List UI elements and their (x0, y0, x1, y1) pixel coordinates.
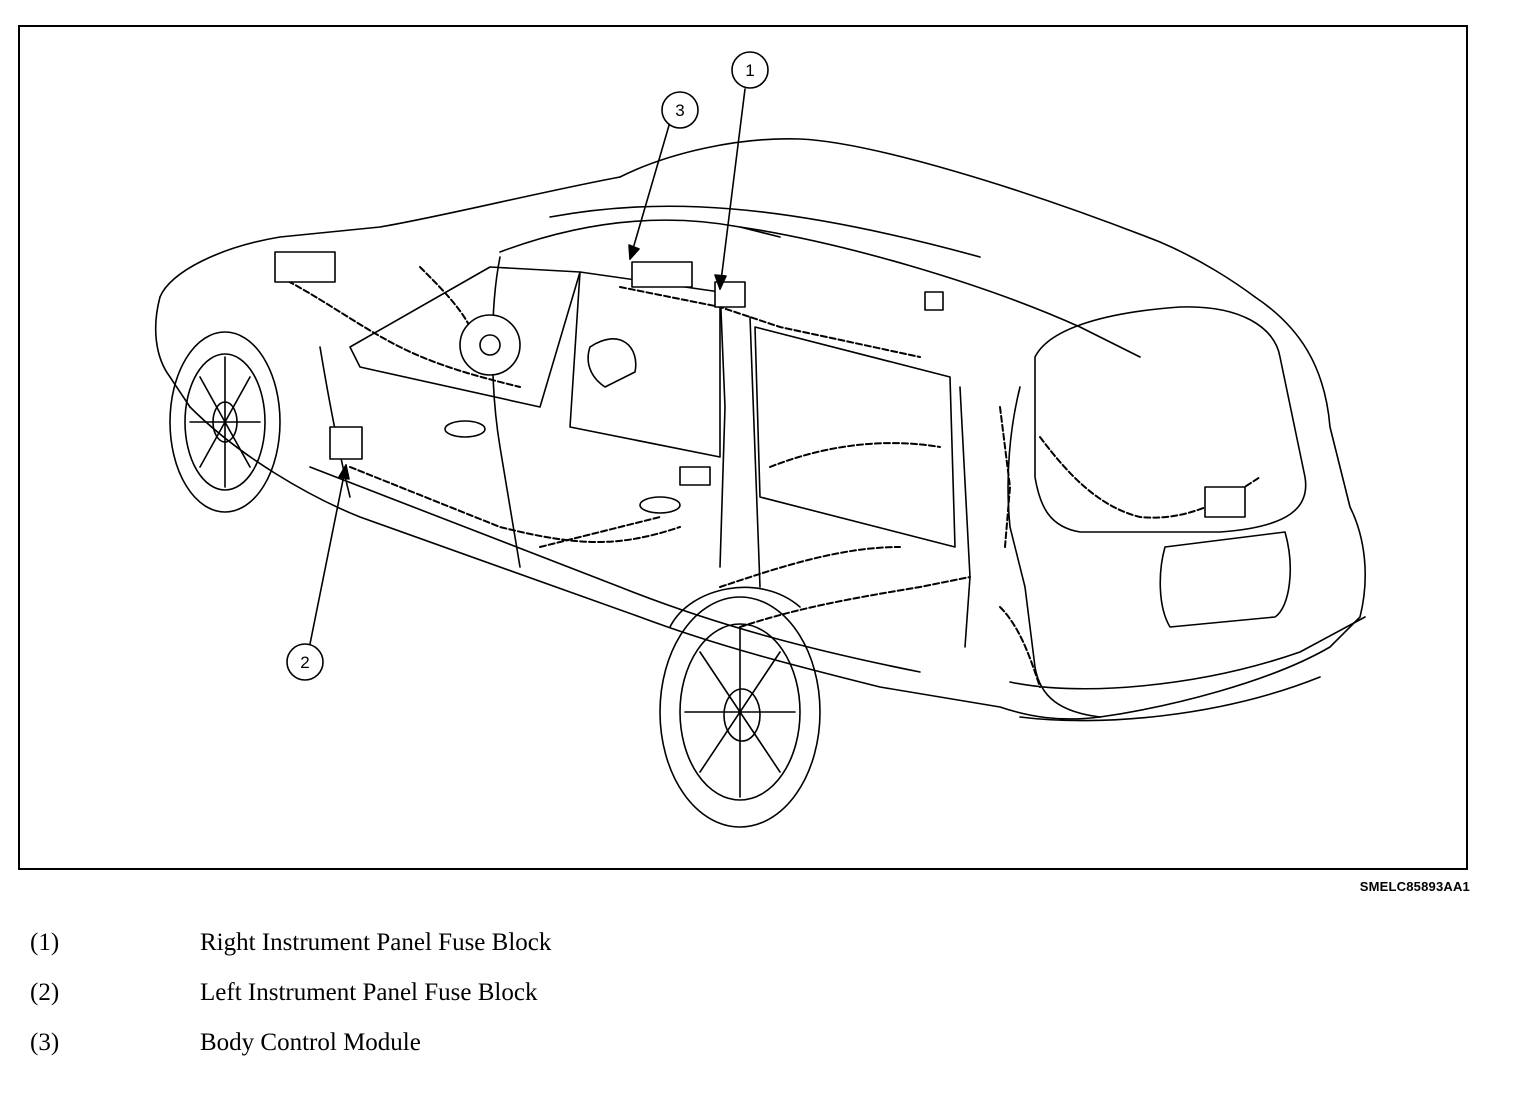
legend-item: (3) Body Control Module (30, 1025, 930, 1075)
leader-line-3 (629, 121, 671, 260)
rear-wheel (659, 586, 821, 828)
legend-number: (1) (30, 929, 60, 956)
callout-1: 1 (731, 51, 769, 89)
figure-code: SMELC85893AA1 (1359, 879, 1470, 894)
legend-number: (2) (30, 979, 60, 1006)
legend-label: Left Instrument Panel Fuse Block (200, 979, 538, 1006)
leader-arrow-1 (714, 274, 727, 290)
left-fuse-block-shape (329, 426, 363, 460)
vehicle-wiring-illustration: 1 3 2 (154, 51, 1366, 828)
legend-label: Body Control Module (200, 1029, 421, 1056)
callout-1-number: 1 (745, 61, 754, 80)
body-control-module-shape (631, 261, 693, 288)
callout-3: 3 (661, 91, 699, 129)
legend-label: Right Instrument Panel Fuse Block (200, 929, 552, 956)
front-wheel (169, 331, 281, 513)
callout-2-number: 2 (300, 653, 309, 672)
legend-item: (1) Right Instrument Panel Fuse Block (30, 925, 930, 975)
callout-3-number: 3 (675, 101, 684, 120)
leader-arrow-2 (338, 464, 350, 480)
legend-item: (2) Left Instrument Panel Fuse Block (30, 975, 930, 1025)
legend-number: (3) (30, 1029, 60, 1056)
leader-line-1 (719, 88, 746, 290)
wiring-harness (279, 266, 1261, 688)
callout-2: 2 (286, 643, 324, 681)
callout-legend: (1) Right Instrument Panel Fuse Block (2… (30, 925, 930, 1075)
diagram-frame: 1 3 2 (18, 25, 1468, 870)
leader-arrow-3 (628, 244, 640, 260)
callout-leaders (309, 88, 746, 645)
leader-line-2 (309, 464, 347, 645)
